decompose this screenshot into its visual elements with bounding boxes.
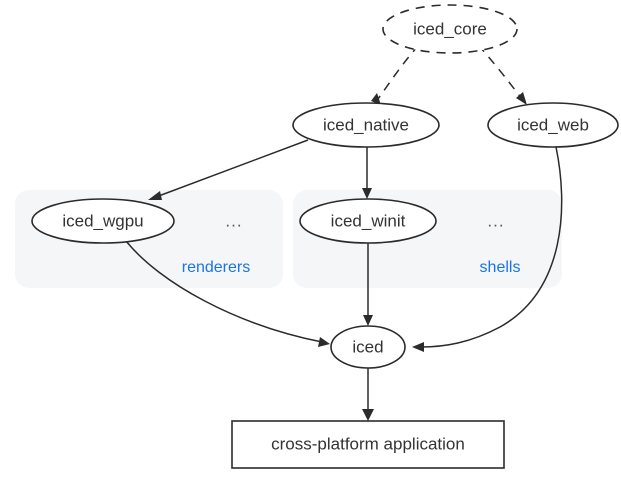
edge-core-to-web bbox=[477, 44, 527, 105]
node-cross-platform-application-label: cross-platform application bbox=[271, 434, 465, 453]
edge-web-to-iced-arrowhead bbox=[412, 342, 424, 352]
edge-native-to-wgpu bbox=[148, 139, 309, 200]
edge-wgpu-to-iced-arrowhead bbox=[318, 337, 330, 347]
node-iced-native[interactable]: iced_native bbox=[292, 102, 440, 148]
node-iced-core-shape[interactable] bbox=[382, 4, 518, 54]
edge-wgpu-to-iced bbox=[125, 240, 330, 347]
edge-web-to-iced bbox=[412, 146, 563, 352]
edge-native-to-wgpu-arrowhead bbox=[148, 191, 162, 200]
edge-core-to-web-line bbox=[477, 44, 523, 100]
renderers-more-label: ... bbox=[225, 211, 242, 230]
edge-iced-to-app-arrowhead bbox=[362, 409, 374, 421]
node-iced-native-shape[interactable] bbox=[292, 102, 440, 148]
edge-winit-to-iced bbox=[363, 243, 373, 326]
node-iced-winit-label: iced_winit bbox=[331, 211, 406, 230]
edge-native-to-winit bbox=[362, 147, 372, 199]
shells-more-label: ... bbox=[487, 211, 504, 230]
edge-winit-to-iced-arrowhead bbox=[363, 315, 373, 326]
node-iced-web[interactable]: iced_web bbox=[487, 102, 619, 148]
node-iced-shape[interactable] bbox=[330, 325, 406, 369]
edge-core-to-native-line bbox=[377, 44, 420, 100]
edge-native-to-winit-arrowhead bbox=[362, 188, 372, 199]
edge-wgpu-to-iced-line bbox=[125, 240, 323, 343]
node-iced-web-label: iced_web bbox=[517, 115, 589, 134]
cluster-shells-label: shells bbox=[480, 259, 521, 276]
edge-native-to-wgpu-line bbox=[155, 139, 309, 198]
node-iced-wgpu[interactable]: iced_wgpu bbox=[31, 198, 175, 244]
node-iced-winit-shape[interactable] bbox=[299, 198, 437, 244]
edge-core-to-web-arrowhead bbox=[516, 92, 527, 105]
node-iced-core[interactable]: iced_core bbox=[382, 4, 518, 54]
cluster-renderers-label: renderers bbox=[182, 259, 250, 276]
node-iced-wgpu-shape[interactable] bbox=[31, 198, 175, 244]
node-iced-native-label: iced_native bbox=[323, 115, 409, 134]
node-iced-core-label: iced_core bbox=[413, 19, 487, 38]
node-cross-platform-application-shape[interactable] bbox=[231, 420, 505, 469]
edge-web-to-iced-line bbox=[420, 146, 563, 348]
edge-core-to-native bbox=[371, 44, 420, 105]
node-iced[interactable]: iced bbox=[330, 325, 406, 369]
node-cross-platform-application[interactable]: cross-platform application bbox=[231, 420, 505, 469]
edge-iced-to-app bbox=[362, 368, 374, 421]
node-iced-label: iced bbox=[352, 337, 383, 356]
node-iced-winit[interactable]: iced_winit bbox=[299, 198, 437, 244]
node-iced-web-shape[interactable] bbox=[487, 102, 619, 148]
node-iced-wgpu-label: iced_wgpu bbox=[62, 211, 143, 230]
edge-core-to-native-arrowhead bbox=[371, 93, 381, 105]
